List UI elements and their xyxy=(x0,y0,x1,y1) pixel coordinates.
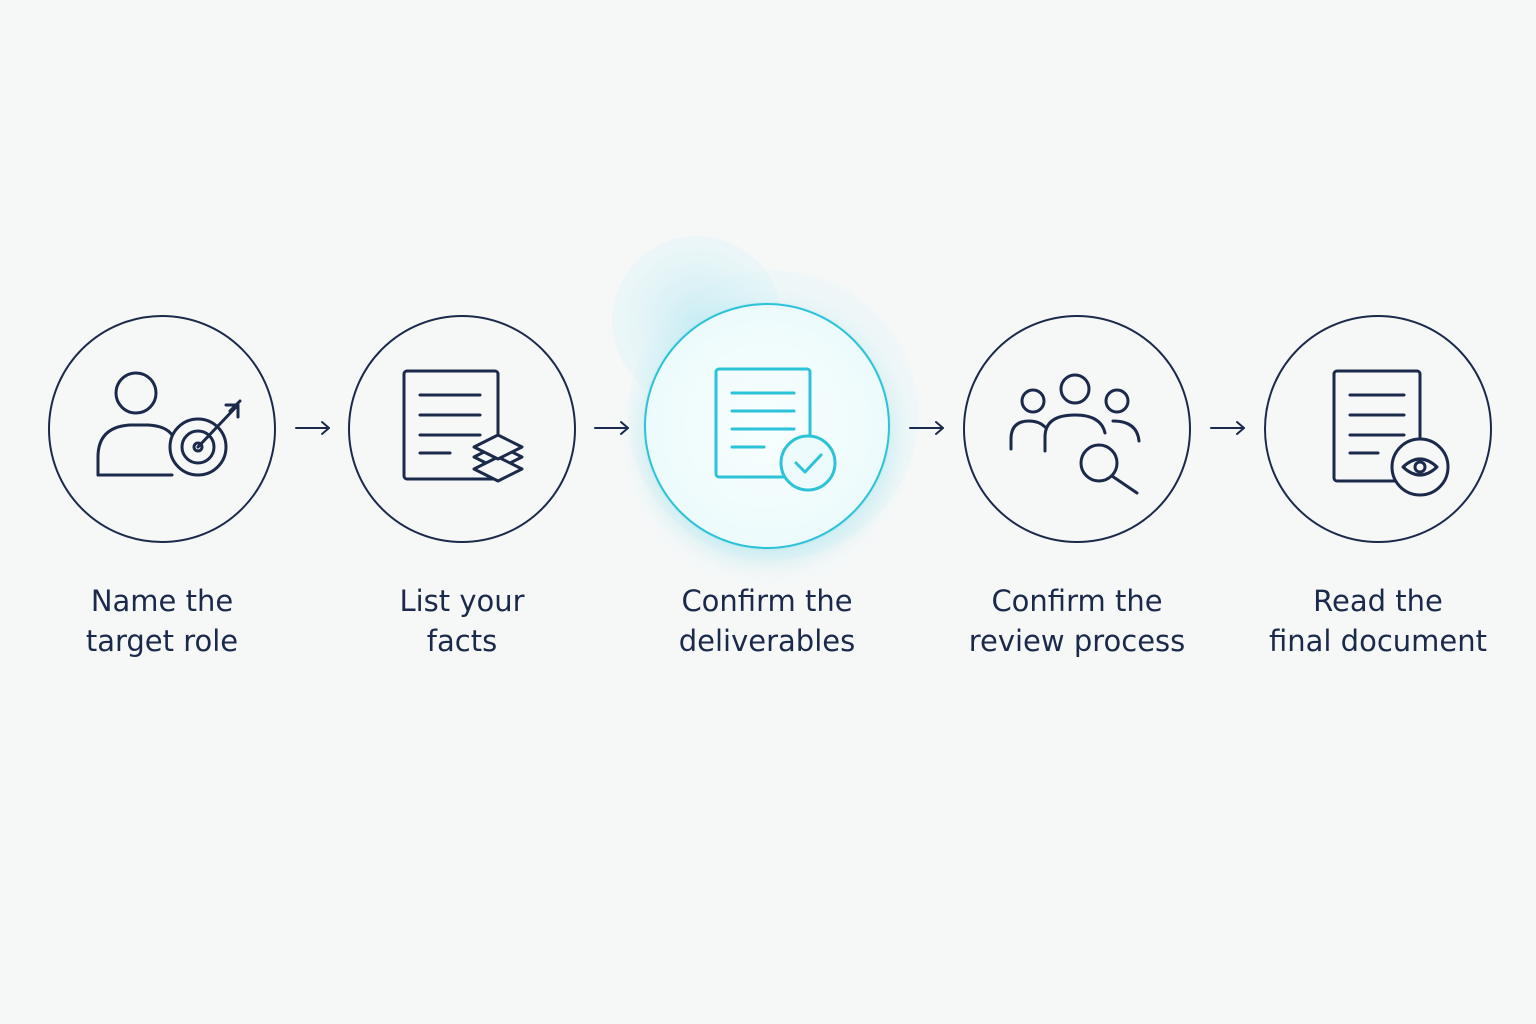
arrow-right-icon xyxy=(909,421,944,435)
step-2-label-line1: List your xyxy=(399,584,525,618)
step-1-label: Name the target role xyxy=(32,581,292,661)
step-3-label-line2: deliverables xyxy=(678,624,856,658)
step-5-label: Read the final document xyxy=(1248,581,1508,661)
step-5-circle xyxy=(1264,315,1492,543)
step-4-label-line2: review process xyxy=(968,624,1186,658)
step-4-label-line1: Confirm the xyxy=(991,584,1163,618)
step-3-circle xyxy=(644,303,890,549)
document-layers-icon xyxy=(402,369,524,483)
step-4-circle xyxy=(963,315,1191,543)
step-3-label-line1: Confirm the xyxy=(681,584,853,618)
step-2-label: List your facts xyxy=(332,581,592,661)
people-search-icon xyxy=(1009,373,1141,495)
document-eye-icon xyxy=(1332,369,1450,497)
document-check-icon xyxy=(714,367,837,492)
step-2-label-line2: facts xyxy=(426,624,498,658)
arrow-right-icon xyxy=(1210,421,1245,435)
step-3-label: Confirm the deliverables xyxy=(637,581,897,661)
step-1-label-line1: Name the xyxy=(90,584,234,618)
step-1-label-line2: target role xyxy=(85,624,239,658)
step-2-circle xyxy=(348,315,576,543)
step-5-label-line1: Read the xyxy=(1313,584,1443,618)
arrow-right-icon xyxy=(295,421,330,435)
step-4-label: Confirm the review process xyxy=(947,581,1207,661)
step-1-circle xyxy=(48,315,276,543)
person-target-icon xyxy=(96,371,242,477)
arrow-right-icon xyxy=(594,421,629,435)
step-5-label-line2: final document xyxy=(1268,624,1487,658)
